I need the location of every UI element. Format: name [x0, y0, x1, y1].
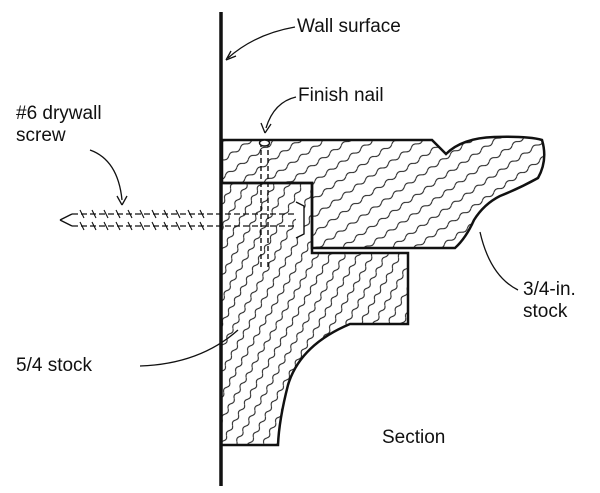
- thin-stock-leader: [479, 231, 519, 291]
- wall-surface-label: Wall surface: [297, 16, 401, 37]
- drywall-screw-label-line1: #6 drywall: [16, 103, 102, 124]
- thin-stock-label-line2: stock: [523, 301, 568, 322]
- wall-surface-leader: [227, 26, 296, 59]
- thin-stock-ledge: [220, 135, 546, 250]
- nail-arrowhead: [260, 122, 272, 134]
- thick-stock-label: 5/4 stock: [16, 355, 93, 376]
- screw-leader: [89, 149, 123, 201]
- drywall-screw: [59, 201, 305, 239]
- finish-nail-leader: [265, 96, 297, 129]
- wall-arrowhead: [225, 50, 237, 61]
- finish-nail-label: Finish nail: [298, 85, 384, 106]
- screw-arrowhead: [116, 195, 128, 206]
- drywall-screw-label-line2: screw: [16, 125, 66, 146]
- section-label: Section: [382, 427, 446, 448]
- thin-stock-label-line1: 3/4-in.: [523, 279, 576, 300]
- finish-nail: [258, 139, 271, 268]
- thick-stock-leader: [139, 329, 239, 367]
